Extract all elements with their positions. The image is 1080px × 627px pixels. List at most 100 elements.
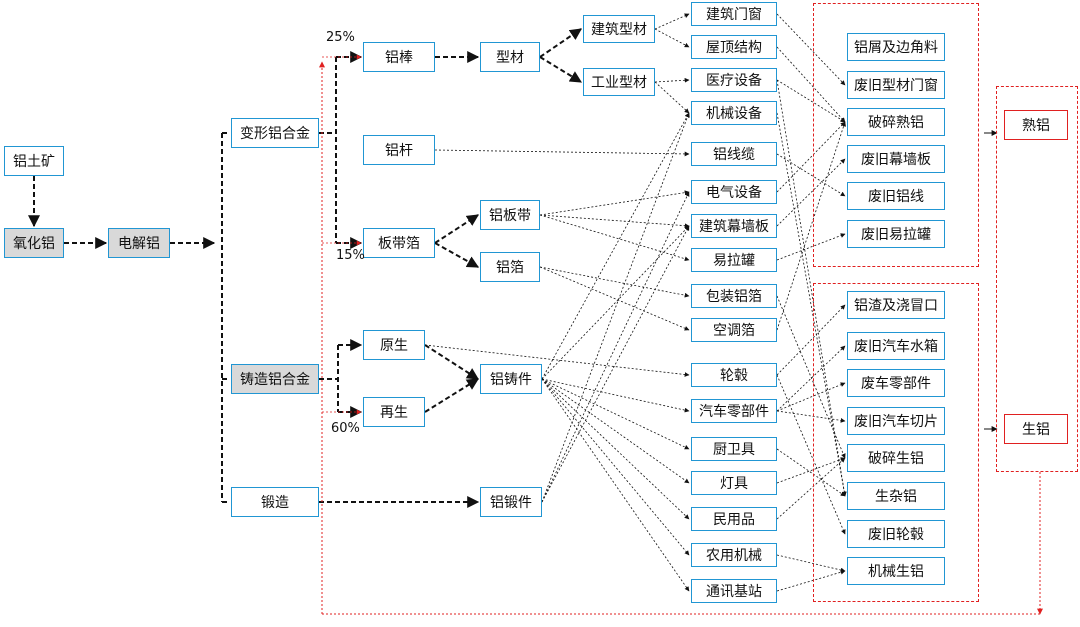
connector-60 [776,448,846,497]
connector-47 [776,79,846,123]
scrap-can: 废旧易拉罐 [847,220,945,248]
pct-sheet: 15% [336,248,365,263]
node-forging: 锻造 [231,487,319,517]
connector-45 [776,13,846,86]
connector-53 [776,295,846,459]
node-forged-part: 铝锻件 [480,487,542,517]
scrap-crushed-wrought: 破碎熟铝 [847,108,945,136]
connector-62 [776,457,846,520]
wrought-scrap-group [813,3,979,267]
node-sheet-foil: 板带箔 [363,228,435,258]
node-ind-profile: 工业型材 [583,68,655,96]
connector-58 [776,382,846,412]
product-auto-parts: 汽车零部件 [691,399,777,423]
connector-24 [654,28,690,48]
connector-52 [776,233,846,261]
connector-39 [541,378,690,413]
scrap-machine-cast: 机械生铝 [847,557,945,585]
connector-20 [424,344,480,380]
connector-29 [539,214,690,229]
product-can: 易拉罐 [691,248,777,272]
scrap-radiator: 废旧汽车水箱 [847,332,945,360]
node-rod: 铝棒 [363,42,435,72]
node-profile: 型材 [480,42,540,72]
connector-30 [539,214,690,262]
connector-56 [776,374,846,535]
product-civil: 民用品 [691,507,777,531]
node-cast-alloy: 铸造铝合金 [231,364,319,394]
product-electric: 电气设备 [691,180,777,204]
connector-38 [541,225,690,380]
connector-55 [776,304,846,376]
connector-41 [541,378,690,484]
scrap-wheel: 废旧轮毂 [847,520,945,548]
product-medical: 医疗设备 [691,68,777,92]
product-ac-foil: 空调箔 [691,318,777,342]
connector-21 [424,378,480,413]
connector-40 [541,378,690,450]
product-curtain: 建筑幕墙板 [691,214,777,238]
node-recycled: 再生 [363,397,425,427]
node-primary: 原生 [363,330,425,360]
connector-33 [424,344,690,377]
product-farm: 农用机械 [691,543,777,567]
pct-recycled: 60% [331,421,360,436]
connector-26 [654,81,690,114]
connector-32 [539,266,690,331]
connector-54 [776,121,846,331]
connector-37 [541,112,690,380]
connector-50 [776,121,846,193]
connector-44 [541,378,690,592]
product-telecom: 通讯基站 [691,579,777,603]
pct-rod: 25% [326,30,355,45]
product-machine: 机械设备 [691,101,777,125]
connector-36 [541,225,690,503]
product-pack-foil: 包装铝箔 [691,284,777,308]
node-build-profile: 建筑型材 [583,15,655,43]
scrap-car-cut: 废旧汽车切片 [847,407,945,435]
connector-42 [541,378,690,520]
node-electrolytic: 电解铝 [108,228,170,258]
scrap-car-parts: 废车零部件 [847,369,945,397]
scrap-mixed: 生杂铝 [847,482,945,510]
connector-28 [539,190,690,216]
scrap-crushed-cast: 破碎生铝 [847,444,945,472]
product-cable: 铝线缆 [691,142,777,166]
connector-49 [776,153,846,197]
node-alumina: 氧化铝 [4,228,64,258]
product-kitchen: 厨卫具 [691,437,777,461]
output-wrought-recycled: 熟铝 [1004,110,1068,140]
scrap-window: 废旧型材门窗 [847,71,945,99]
output-cast-recycled: 生铝 [1004,414,1068,444]
product-window: 建筑门窗 [691,2,777,26]
scrap-curtain: 废旧幕墙板 [847,145,945,173]
connector-46 [776,46,846,123]
scrap-wire: 废旧铝线 [847,182,945,210]
node-strip: 铝板带 [480,200,540,230]
connector-14 [434,214,480,244]
node-pole: 铝杆 [363,135,435,165]
connector-59 [776,410,846,423]
product-roof: 屋顶结构 [691,35,777,59]
node-bauxite: 铝土矿 [4,146,64,176]
connector-27 [434,149,690,157]
connector-23 [654,13,690,30]
connector-35 [541,191,690,503]
connector-12 [539,28,582,58]
recycled-output-group [996,86,1078,472]
connector-25 [654,77,690,83]
scrap-chips: 铝屑及边角料 [847,33,945,61]
connector-15 [434,242,480,268]
connector-13 [539,56,583,83]
product-wheel: 轮毂 [691,363,777,387]
scrap-dross: 铝渣及浇冒口 [847,291,945,319]
cast-scrap-group [813,283,979,602]
product-lamp: 灯具 [691,471,777,495]
node-wrought-alloy: 变形铝合金 [231,118,319,148]
node-casting: 铝铸件 [480,364,542,394]
connector-61 [776,457,846,484]
node-foil: 铝箔 [480,252,540,282]
connector-34 [541,112,690,503]
connector-48 [776,112,847,497]
